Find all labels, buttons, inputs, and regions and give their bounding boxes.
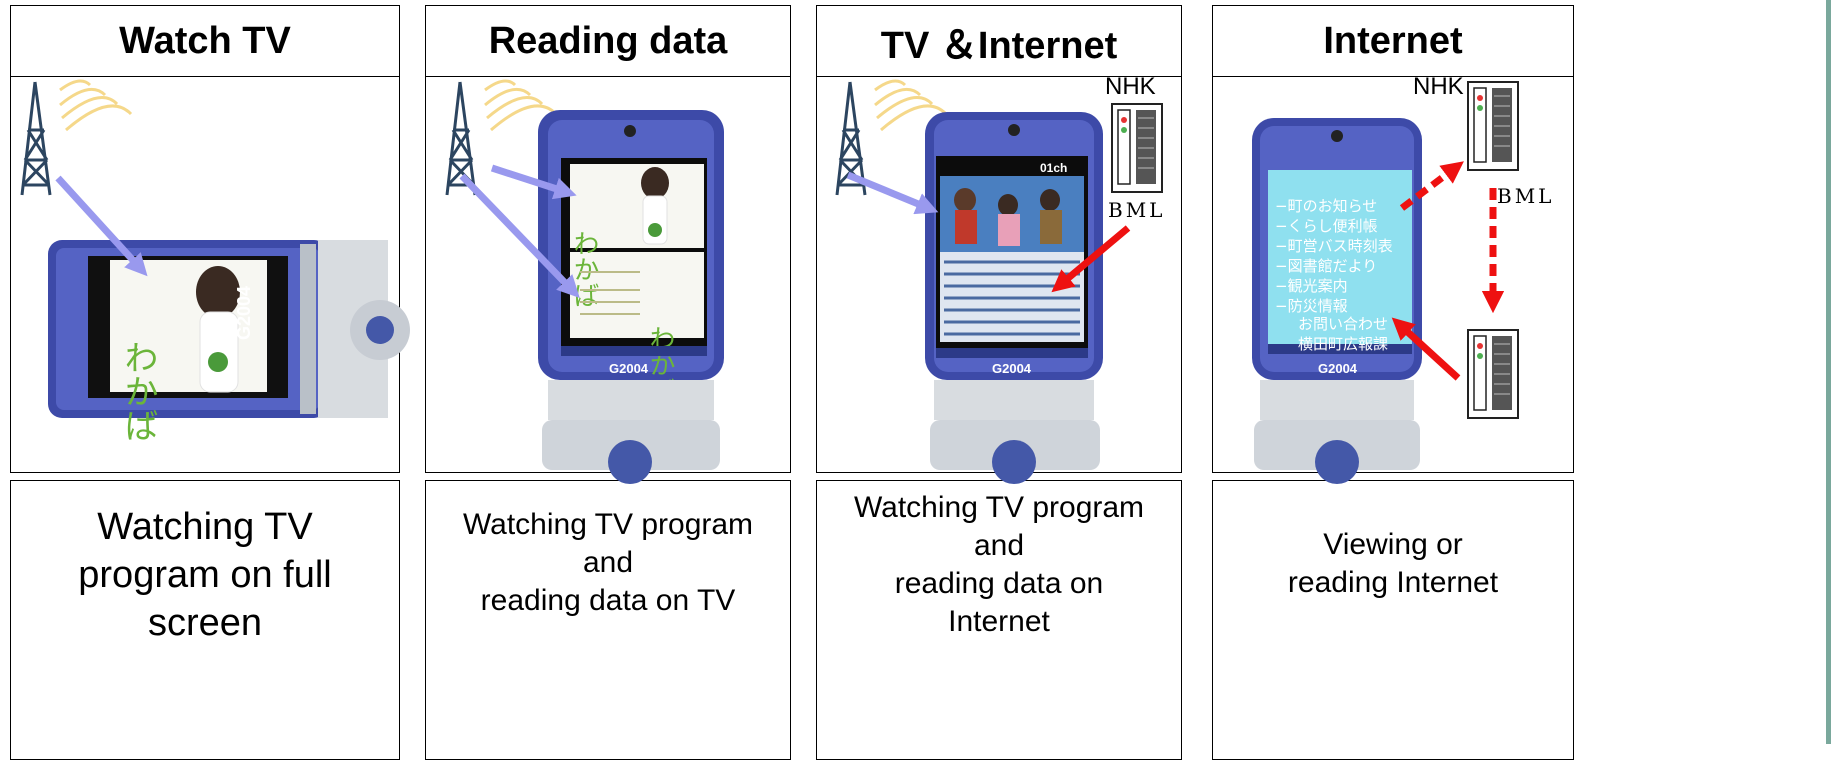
tv-signal-arrow xyxy=(846,171,939,215)
tv-signal-arrow xyxy=(490,164,577,200)
caption-text: Watching TV program on full screen xyxy=(78,506,332,644)
server-icon xyxy=(1111,103,1163,193)
phone-portrait: G2004 xyxy=(1252,118,1422,484)
nhk-label: NHK xyxy=(1105,73,1156,100)
caption-reading-data: Watching TV program and reading data on … xyxy=(425,480,791,760)
phone-portrait: わかば わかば G2004 xyxy=(538,110,724,484)
panel-title: Internet xyxy=(1213,6,1573,77)
broadcast-tower-icon xyxy=(20,79,133,196)
phone-portrait: 01ch G2004 xyxy=(925,112,1103,484)
edge-strip xyxy=(1826,0,1831,744)
phone-model-label: G2004 xyxy=(609,361,649,376)
phone-model-label: G2004 xyxy=(1318,361,1358,376)
svg-text:わかば: わかば xyxy=(569,230,599,308)
server-icon xyxy=(1467,329,1519,419)
request-arrow xyxy=(1399,161,1464,211)
tv-data-arrow xyxy=(459,173,580,299)
caption-text: Watching TV program and reading data on … xyxy=(853,491,1145,638)
phone-model-label: G2004 xyxy=(234,286,254,340)
channel-label: 01ch xyxy=(1040,161,1067,175)
nhk-label: NHK xyxy=(1413,73,1464,100)
panel-title: Reading data xyxy=(426,6,790,77)
server-icon xyxy=(1467,81,1519,171)
caption-text: Watching TV program and reading data on … xyxy=(462,508,754,617)
diagram-graphics: わかば G2004 わかば わかば G2004 xyxy=(20,79,1519,484)
internet-data-arrow xyxy=(1391,317,1461,381)
caption-watch-tv: Watching TV program on full screen xyxy=(10,480,400,760)
broadcast-tower-icon xyxy=(445,79,558,196)
program-logo: わかば xyxy=(118,340,158,442)
internet-data-arrow xyxy=(1051,225,1131,293)
phone-landscape: わかば G2004 xyxy=(48,240,410,442)
bml-label: BML xyxy=(1497,184,1555,208)
phone-model-label: G2004 xyxy=(992,361,1032,376)
panel-title: TV ＆Internet xyxy=(817,6,1181,77)
tv-signal-arrow xyxy=(55,175,148,277)
caption-text: Viewing or reading Internet xyxy=(1287,528,1499,599)
screen-menu-items: −町のお知らせ −くらし便利帳 −町営バス時刻表 −図書館だより −観光案内 −… xyxy=(1275,197,1393,315)
panel-title: Watch TV xyxy=(11,6,399,77)
caption-tv-internet: Watching TV program and reading data on … xyxy=(816,480,1182,760)
bml-label: BML xyxy=(1108,198,1166,222)
screen-menu-footer: お問い合わせ 横田町広報課 xyxy=(1298,315,1389,353)
caption-internet: Viewing or reading Internet xyxy=(1212,480,1574,760)
